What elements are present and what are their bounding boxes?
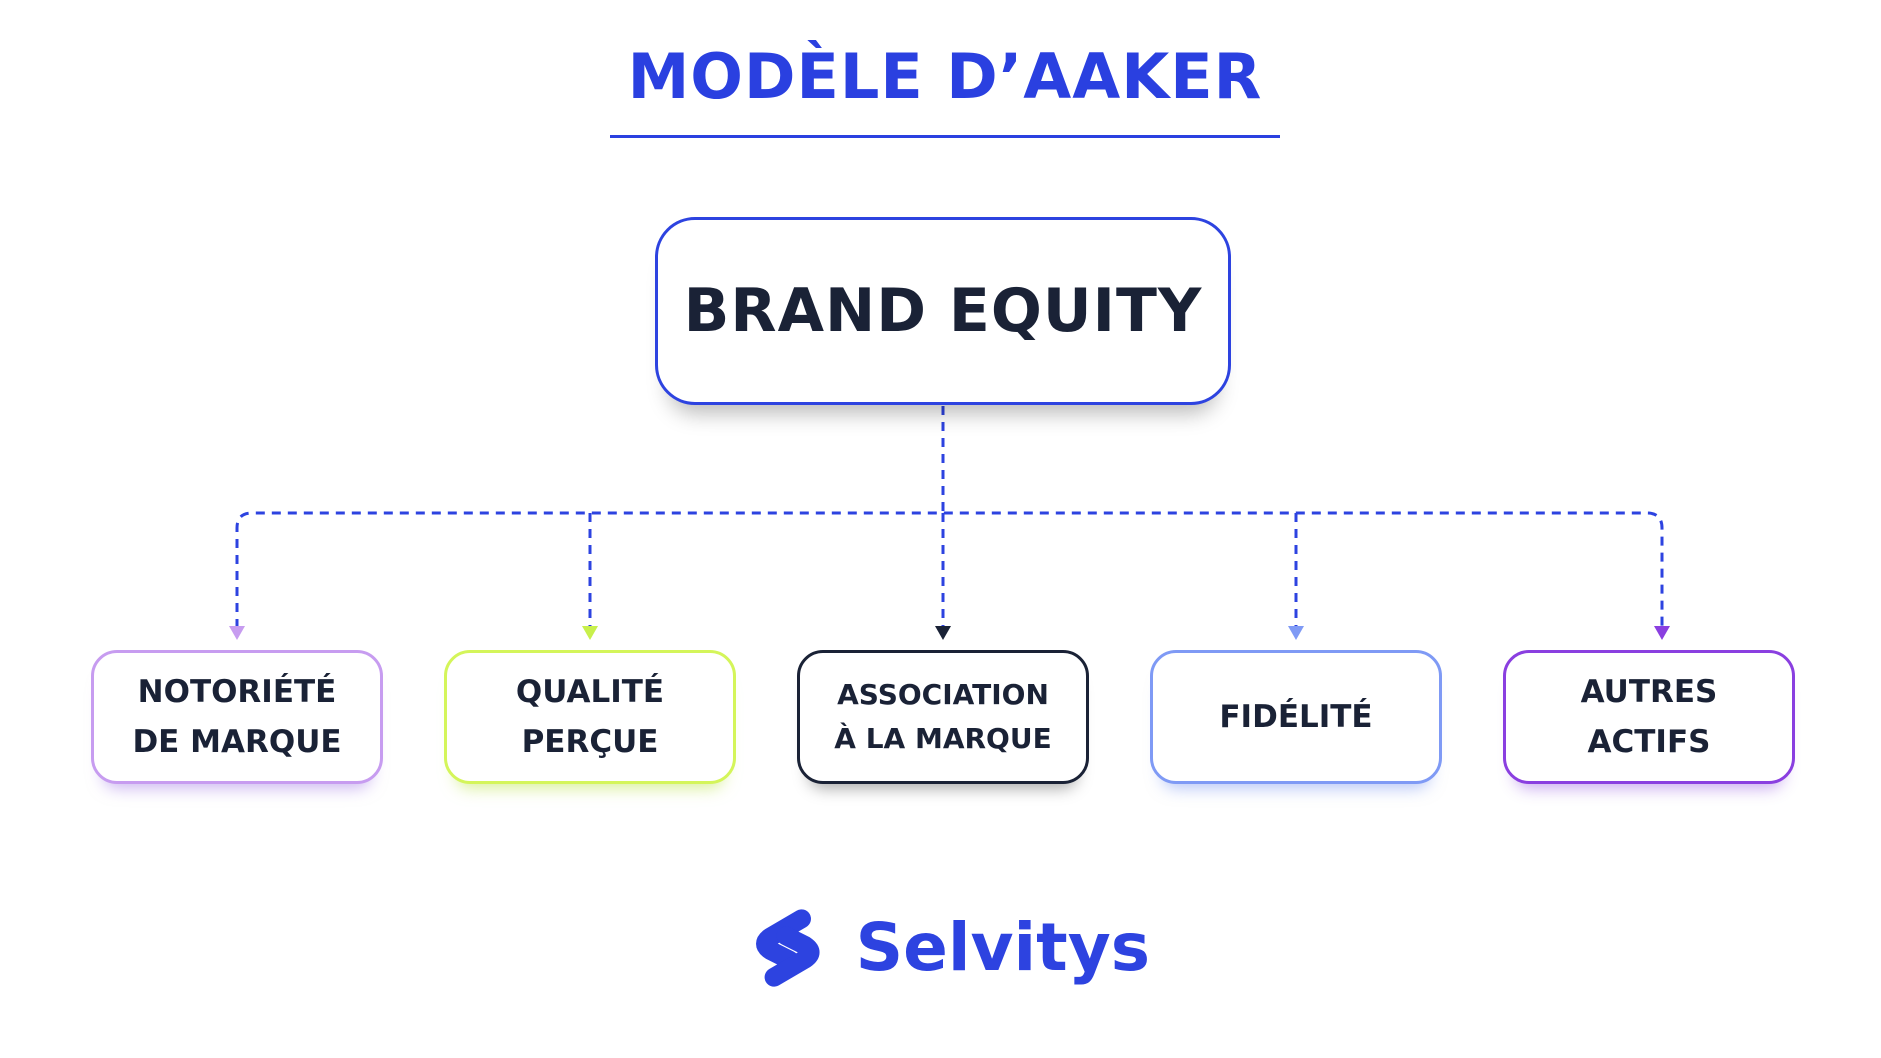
brand-equity-node: BRAND EQUITY	[655, 217, 1231, 405]
brand-equity-label: BRAND EQUITY	[683, 276, 1203, 346]
selvitys-s-logo-icon	[756, 908, 820, 987]
qualite-percue-label: QUALITÉ PERÇUE	[515, 674, 665, 760]
fidelite-label: FIDÉLITÉ	[1219, 699, 1373, 735]
qualite-percue-node: QUALITÉ PERÇUE	[444, 650, 736, 784]
brand-name: Selvitys	[855, 909, 1150, 986]
fidelite-node: FIDÉLITÉ	[1150, 650, 1442, 784]
diagram-title: MODÈLE D’AAKER	[627, 40, 1263, 113]
arrowhead-3	[935, 626, 951, 640]
association-node: ASSOCIATION À LA MARQUE	[797, 650, 1089, 784]
arrowhead-4	[1288, 626, 1304, 640]
title-underline	[610, 135, 1280, 138]
autres-actifs-label: AUTRES ACTIFS	[1580, 674, 1718, 760]
arrowhead-5	[1654, 626, 1670, 640]
notoriete-node: NOTORIÉTÉ DE MARQUE	[91, 650, 383, 784]
notoriete-label: NOTORIÉTÉ DE MARQUE	[132, 674, 342, 760]
brand-logo: Selvitys	[750, 895, 1150, 1000]
autres-actifs-node: AUTRES ACTIFS	[1503, 650, 1795, 784]
connector-bus	[235, 511, 1664, 628]
arrowhead-1	[229, 626, 245, 640]
association-label: ASSOCIATION À LA MARQUE	[834, 678, 1052, 755]
arrowhead-2	[582, 626, 598, 640]
